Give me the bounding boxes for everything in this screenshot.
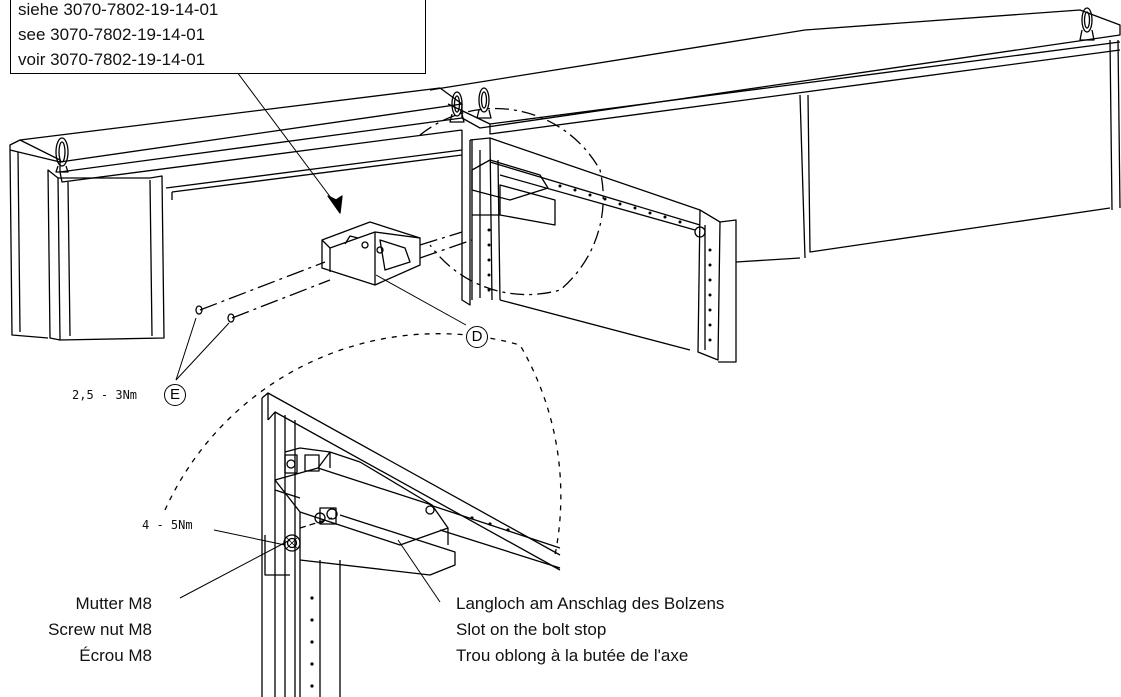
eyebolt-middle — [449, 87, 492, 123]
leader-lines — [175, 71, 467, 603]
callout-d: D — [466, 326, 488, 348]
detail-view — [261, 392, 561, 697]
screws-e — [195, 305, 235, 323]
detail-circle-lower — [164, 333, 562, 556]
left-cabinet — [9, 87, 463, 341]
nut-label-de: Mutter M8 — [75, 594, 152, 613]
reference-line-de: siehe 3070-7802-19-14-01 — [18, 0, 219, 19]
slot-label-de: Langloch am Anschlag des Bolzens — [456, 594, 725, 613]
open-frame — [461, 130, 737, 363]
right-cabinet — [429, 9, 1121, 263]
eyebolt-left — [55, 137, 69, 173]
torque-label-e: 2,5 - 3Nm — [72, 388, 138, 402]
detail-circle-upper — [419, 107, 604, 296]
reference-note-box: siehe 3070-7802-19-14-01 see 3070-7802-1… — [10, 0, 426, 74]
callout-e: E — [164, 384, 186, 406]
reference-arrowhead — [327, 195, 343, 214]
torque-label-detail: 4 - 5Nm — [142, 518, 193, 532]
slot-label-en: Slot on the bolt stop — [456, 620, 607, 639]
slot-label-fr: Trou oblong à la butée de l'axe — [456, 646, 689, 665]
nut-label-en: Screw nut M8 — [48, 620, 152, 639]
reference-line-en: see 3070-7802-19-14-01 — [18, 25, 206, 44]
rail-holes — [487, 184, 712, 342]
nut-label-fr: Écrou M8 — [79, 646, 152, 665]
bracket-d — [321, 221, 421, 286]
detail-dash-line — [299, 517, 333, 529]
reference-line-fr: voir 3070-7802-19-14-01 — [18, 50, 206, 69]
eyebolt-right — [1079, 7, 1095, 41]
detail-holes — [310, 516, 510, 688]
assembly-lines — [199, 231, 473, 319]
frame-bracket — [471, 159, 706, 238]
